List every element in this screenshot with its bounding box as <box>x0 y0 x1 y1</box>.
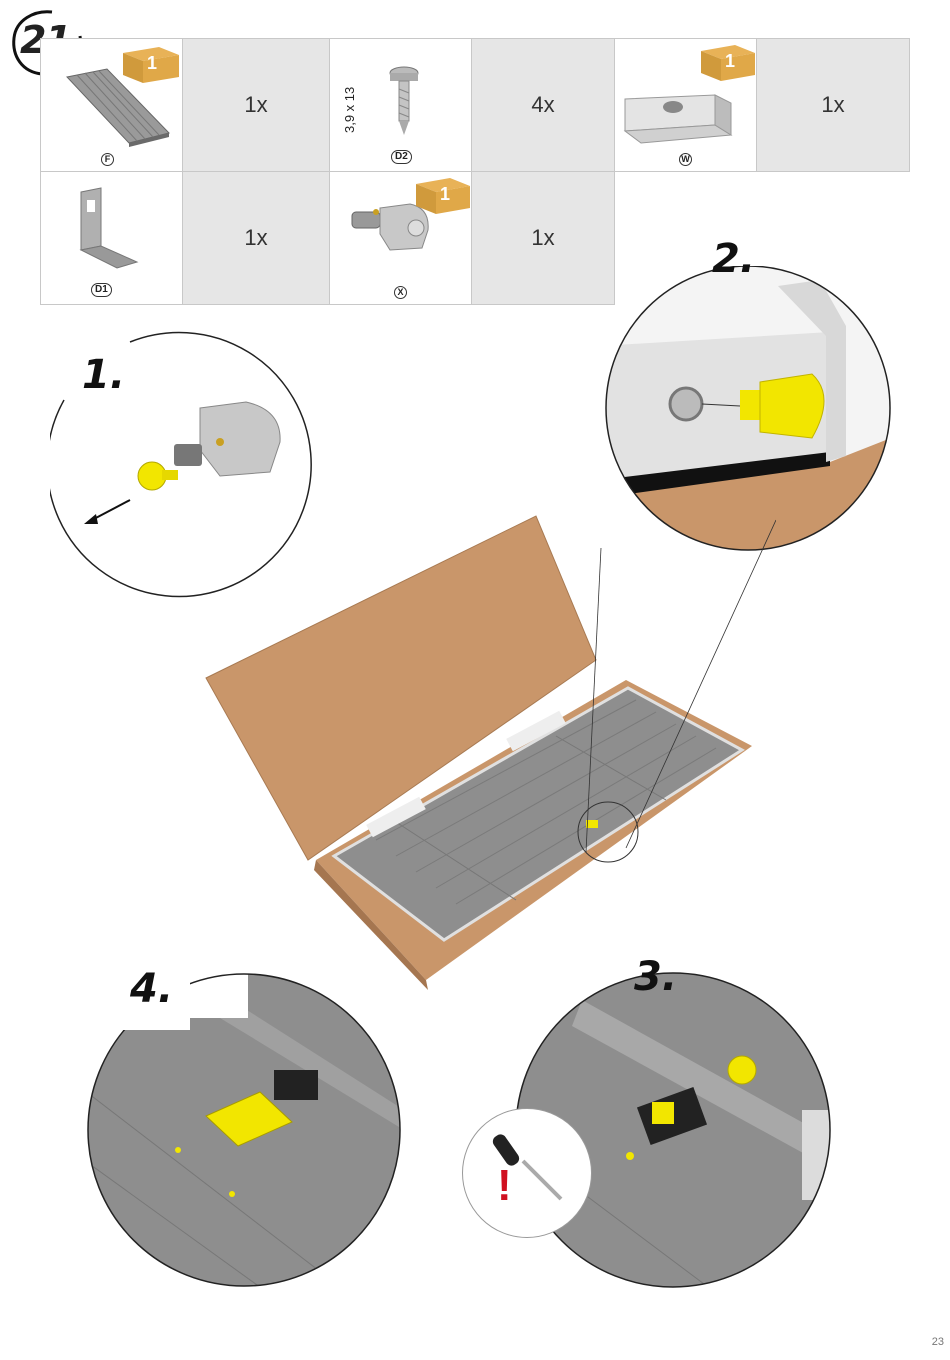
part-label-d1: D1 <box>91 283 112 297</box>
lock-icon <box>351 203 429 251</box>
screwdriver-icon <box>492 1134 563 1201</box>
tool-warning-circle: ! <box>462 1108 592 1238</box>
step-4-label: 4. <box>130 966 174 1012</box>
part-f-image: 1 F <box>40 38 183 172</box>
step-1-label: 1. <box>82 352 126 398</box>
step-2-label: 2. <box>712 236 756 282</box>
part-d2-image: 3,9 x 13 D2 <box>329 38 472 172</box>
box-count: 1 <box>147 53 158 73</box>
box-count: 1 <box>725 51 736 71</box>
part-w-image: 1 W <box>614 38 757 172</box>
parts-table: 1 F 1x 3,9 x 13 D2 4x 1 W 1x <box>40 38 910 306</box>
detail-2-circle <box>605 266 891 551</box>
part-d2-qty: 4x <box>471 38 615 172</box>
detail-1-circle <box>50 331 312 598</box>
screw-icon <box>389 66 419 135</box>
box-icon <box>416 178 470 214</box>
part-label-d2: D2 <box>391 150 412 164</box>
part-label-f: F <box>101 153 114 166</box>
part-d1-qty: 1x <box>182 171 330 305</box>
box-count: 1 <box>440 184 451 204</box>
part-label-w: W <box>679 153 692 166</box>
tray-icon <box>66 68 170 147</box>
box-icon <box>701 45 755 81</box>
page-number: 23 <box>931 1336 944 1348</box>
part-w-qty: 1x <box>756 38 910 172</box>
screw-dimension: 3,9 x 13 <box>342 86 357 133</box>
part-label-x: X <box>394 286 407 299</box>
warning-symbol: ! <box>497 1161 512 1210</box>
box-with-tray-illustration <box>205 515 776 990</box>
part-f-qty: 1x <box>182 38 330 172</box>
box-icon <box>123 47 179 83</box>
step-3-label: 3. <box>634 954 678 1000</box>
bracket-icon <box>623 94 733 144</box>
step-4-label-bg <box>118 968 190 1030</box>
part-x-image: 1 X <box>329 171 472 305</box>
part-d1-image: D1 <box>40 171 183 305</box>
angle-bracket-icon <box>79 187 139 269</box>
detail-4-circle <box>87 973 401 1287</box>
part-x-qty: 1x <box>471 171 615 305</box>
